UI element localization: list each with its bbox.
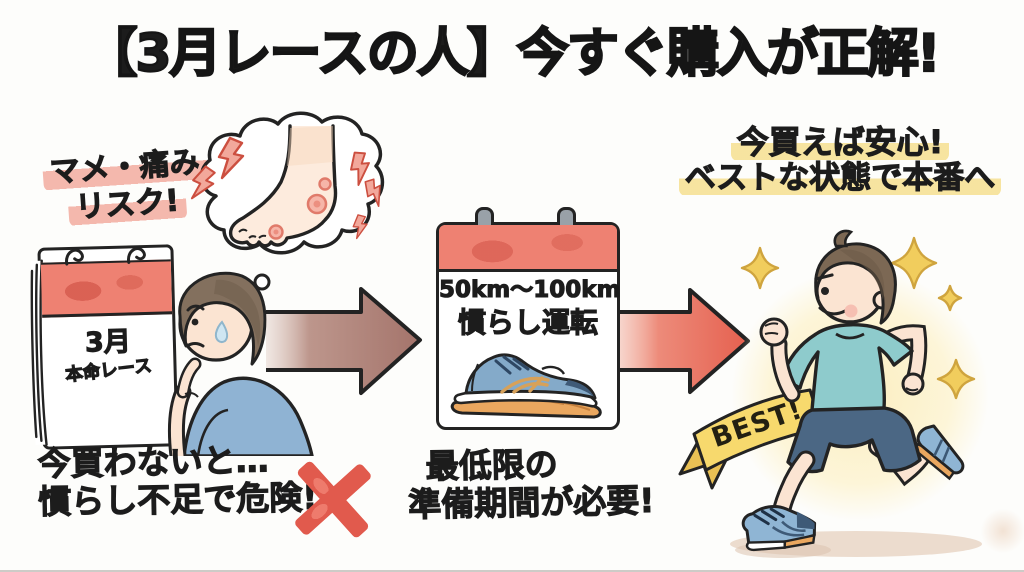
person-arm	[167, 357, 202, 456]
page-title: 【3月レースの人】今すぐ購入が正解!	[84, 23, 942, 85]
runner-front-leg	[741, 450, 817, 552]
happy-runner-illustration	[730, 229, 982, 558]
best-ribbon-banner: BEST!	[678, 388, 824, 490]
breakin-distance-label: 50km〜100km	[438, 276, 621, 303]
warning-text: 今買わないと… 慣らし不足で危険!	[37, 440, 318, 522]
worried-runner-illustration	[167, 271, 314, 456]
bottom-edge-shadow	[0, 570, 1024, 572]
flow-arrow-brown-icon	[266, 287, 422, 395]
thought-bubble-icon	[190, 111, 385, 291]
runner-shorts	[786, 406, 922, 474]
sore-foot-illustration	[228, 124, 338, 248]
runner-head	[814, 229, 897, 325]
benefit-line1: 今買えば安心!	[730, 123, 950, 161]
sweat-drop-icon	[214, 320, 229, 343]
pain-bolt-icon	[190, 136, 381, 240]
benefit-text: 今買えば安心! ベストな状態で本番へ	[660, 123, 1020, 197]
march-race-calendar: 3月 本命レース	[30, 244, 179, 450]
benefit-line2: ベストな状態で本番へ	[678, 160, 1002, 197]
note-text: 最低限の 準備期間が必要!	[407, 444, 655, 525]
bubble-tail-icon	[253, 273, 271, 291]
running-shoe-illustration	[450, 353, 602, 419]
warning-line1: 今買わないと…	[37, 440, 270, 484]
cross-mark-icon	[290, 456, 376, 542]
risk-label-line1: マメ・痛み	[41, 144, 208, 192]
calendar-header	[439, 225, 617, 272]
shoe-upper	[464, 353, 597, 400]
risk-label-line2: リスク!	[67, 183, 188, 227]
note-line1: 最低限の	[425, 444, 559, 486]
paper-smudge	[972, 500, 1024, 562]
runner-front-arm	[759, 317, 801, 403]
calendar-hook-icon	[65, 247, 146, 266]
breakin-calendar: 50km〜100km 慣らし運転	[436, 207, 621, 430]
shoe-stripe	[500, 376, 550, 394]
person-shirt	[182, 376, 314, 456]
calendar-header	[40, 259, 173, 318]
note-line2: 準備期間が必要!	[407, 481, 655, 525]
person-head	[178, 271, 267, 366]
breakin-label: 慣らし運転	[457, 305, 598, 339]
warning-line2: 慣らし不足で危険!	[37, 477, 318, 522]
sparkle-icon	[740, 236, 976, 400]
